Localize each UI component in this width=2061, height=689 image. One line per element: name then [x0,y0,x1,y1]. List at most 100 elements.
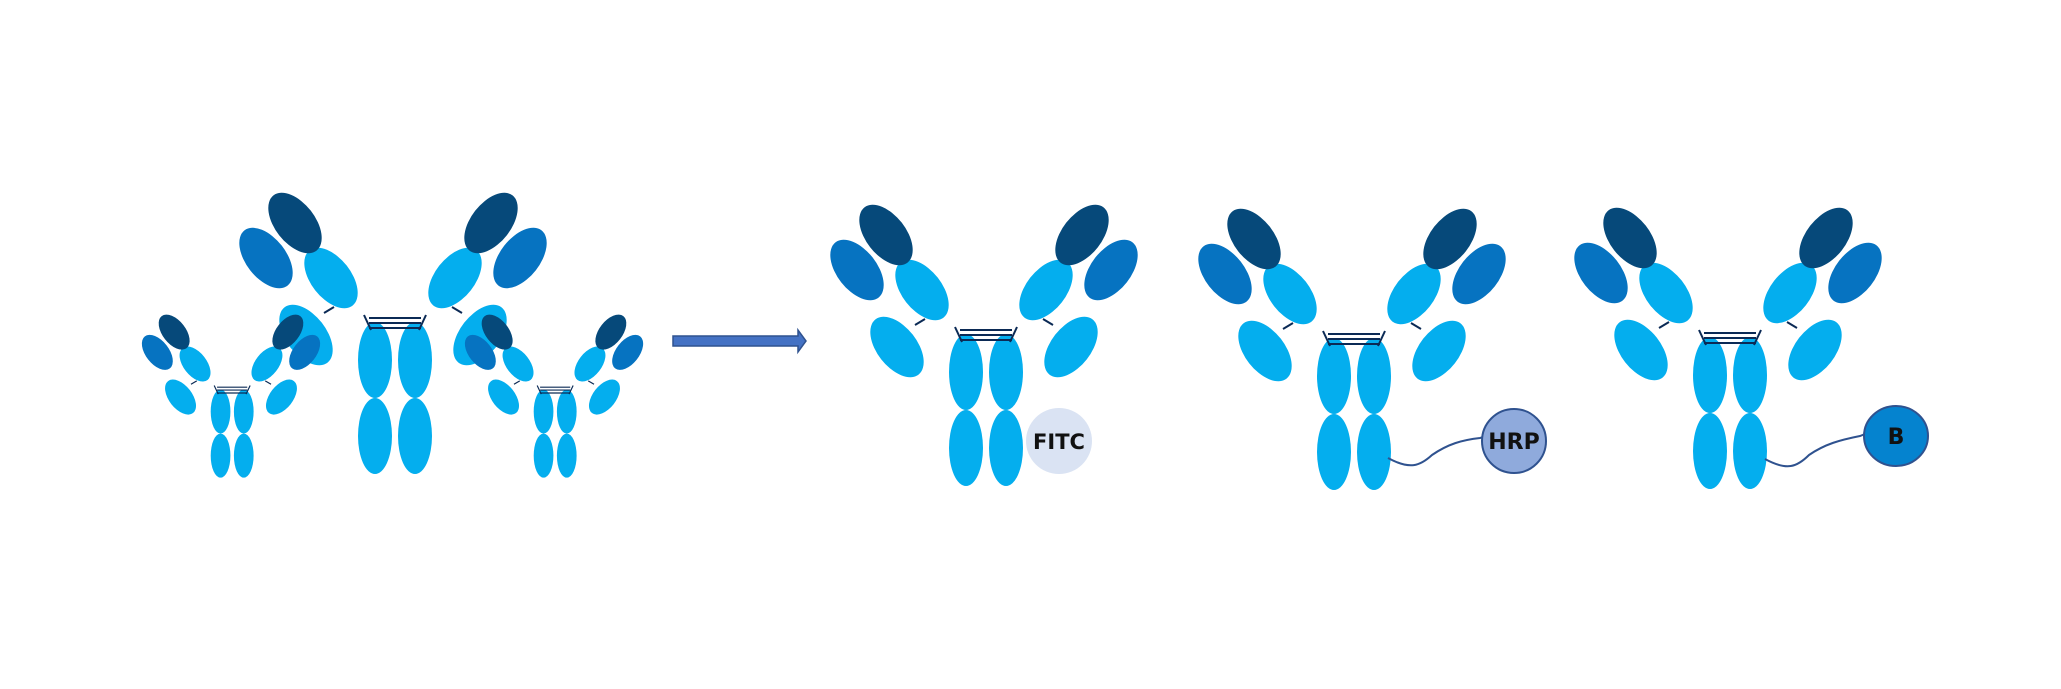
antibody-domain-dark [1603,207,1657,269]
antibody-domain-light [574,346,606,382]
antibody-domain-light [1614,319,1668,381]
antibody-domain-light [588,379,620,415]
disulfide-bond [418,314,427,331]
disulfide-bond [513,380,521,385]
antibody-domain-light [1733,337,1767,413]
antibody-small-right [464,314,644,478]
antibody-domain-light [989,334,1023,410]
antibody-domain-light [1412,320,1466,382]
antibody-domain-dark [859,204,913,266]
disulfide-bond [264,380,272,385]
right-arrow-icon [672,327,807,355]
antibody-domain-medium [239,227,293,289]
antibody-domain-light [1357,338,1391,414]
antibody-domain-light [949,410,983,486]
antibody-domain-dark [1423,208,1477,270]
antibody-domain-light [488,379,520,415]
antibody-domain-light [358,322,392,398]
antibody-domain-medium [1084,239,1138,301]
antibody-domain-light [1263,263,1317,325]
antibody-domain-light [358,398,392,474]
antibody-domain-medium [464,334,496,370]
antibody-domain-light [210,433,231,478]
antibody-domain-light [895,259,949,321]
antibody-domain-light [1788,319,1842,381]
disulfide-bond [587,380,595,385]
antibody-domain-light [398,398,432,474]
disulfide-bond [245,385,251,395]
antibody-domain-light [251,346,283,382]
antibody-domain-dark [272,314,304,350]
antibody-domain-medium [830,239,884,301]
antibody-domain-light [1357,414,1391,490]
antibody-domain-light [233,389,254,434]
antibody-domain-light [533,389,554,434]
antibody-domain-light [233,433,254,478]
antibody-small-left [141,314,321,478]
antibody-hrp-conjugate [1198,208,1506,490]
biotin-label-circle [1863,405,1929,467]
antibody-domain-light [210,389,231,434]
antibody-domain-dark [1799,207,1853,269]
antibody-domain-light [165,379,197,415]
antibody-domain-light [1733,413,1767,489]
disulfide-bond [1698,329,1707,346]
disulfide-bond [190,380,198,385]
antibody-domain-medium [1574,242,1628,304]
antibody-domain-light [533,433,554,478]
antibody-domain-light [1019,259,1073,321]
fitc-label: FITC [1033,430,1085,454]
antibody-domain-medium [289,334,321,370]
antibody-domain-light [304,247,358,309]
disulfide-bond [1786,321,1798,329]
disulfide-bond [1658,321,1670,329]
antibody-domain-light [870,316,924,378]
antibody-domain-dark [268,192,322,254]
hrp-label: HRP [1488,430,1539,455]
disulfide-bond [1377,330,1386,347]
disulfide-bond [451,306,463,314]
antibody-domain-light [1639,262,1693,324]
antibody-domain-light [1763,262,1817,324]
antibody-domain-light [1238,320,1292,382]
antibody-primary-large [239,192,547,474]
disulfide-bond [323,306,335,314]
antibody-domain-medium [1452,243,1506,305]
antibody-domain-dark [1227,208,1281,270]
disulfide-bond [914,318,926,326]
antibody-domain-medium [141,334,173,370]
disulfide-bond [568,385,574,395]
hrp-tether [1387,435,1488,467]
biotin-tether [1764,433,1866,468]
disulfide-bond [1322,330,1331,347]
antibody-domain-light [1693,337,1727,413]
antibody-domain-light [1317,338,1351,414]
biotin-label: B [1888,425,1905,450]
disulfide-bond [1282,322,1294,330]
antibody-domain-light [989,410,1023,486]
antibody-biotin-conjugate [1574,207,1882,489]
antibody-domain-light [265,379,297,415]
disulfide-bond [1042,318,1054,326]
antibody-domain-light [556,389,577,434]
disulfide-bond [536,385,542,395]
antibody-domain-dark [481,314,513,350]
fitc-label-circle [1026,408,1092,474]
antibody-domain-light [179,346,211,382]
antibody-domain-light [1387,263,1441,325]
antibody-domain-medium [493,227,547,289]
antibody-domain-dark [464,192,518,254]
antibody-domain-light [502,346,534,382]
antibody-domain-light [556,433,577,478]
antibody-domain-medium [612,334,644,370]
disulfide-bond [1009,326,1018,343]
antibody-domain-light [949,334,983,410]
antibody-domain-light [398,322,432,398]
hrp-label-circle [1481,408,1547,474]
antibody-domain-light [1317,414,1351,490]
antibody-domain-light [1693,413,1727,489]
antibody-fitc-conjugate [830,204,1138,486]
disulfide-bond [1753,329,1762,346]
disulfide-bond [213,385,219,395]
